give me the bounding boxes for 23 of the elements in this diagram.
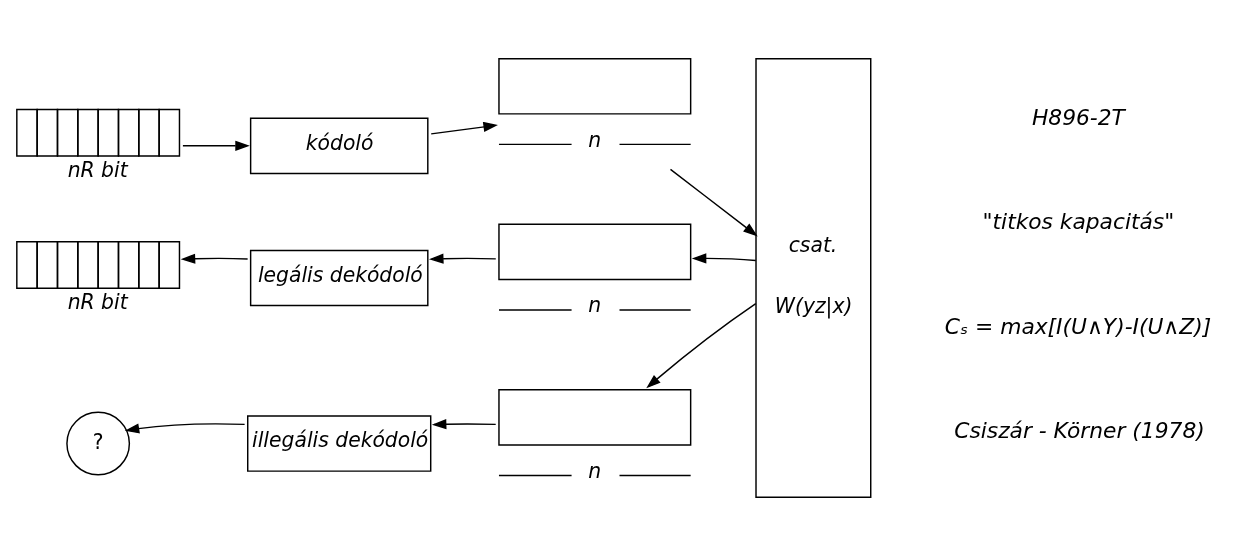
node-label: n xyxy=(588,127,602,152)
arrow xyxy=(669,168,758,236)
arrow xyxy=(431,418,497,429)
arrow xyxy=(430,121,498,135)
label: Cₛ = max[I(U∧Y)-I(U∧Z)] xyxy=(944,313,1212,339)
node-label: nR bit xyxy=(67,157,128,182)
arrow xyxy=(180,253,249,264)
arrow xyxy=(691,252,757,263)
arrow xyxy=(429,253,497,264)
node-circle: ? xyxy=(66,411,131,475)
node-label: n xyxy=(588,292,602,317)
label: "titkos kapacitás" xyxy=(982,208,1175,234)
arrow xyxy=(646,302,757,388)
node-label: n xyxy=(588,458,602,483)
label: Csiszár - Körner (1978) xyxy=(954,417,1205,443)
arrow xyxy=(124,422,246,434)
label: H896-2T xyxy=(1031,104,1125,130)
node-box: csat. W(yz|x) xyxy=(755,57,872,498)
node-box: legális dekódoló xyxy=(249,249,429,306)
arrow xyxy=(182,140,250,151)
node-label: nR bit xyxy=(67,289,128,314)
node-box: kódoló xyxy=(249,117,429,174)
node-box: illegális dekódoló xyxy=(247,414,432,472)
